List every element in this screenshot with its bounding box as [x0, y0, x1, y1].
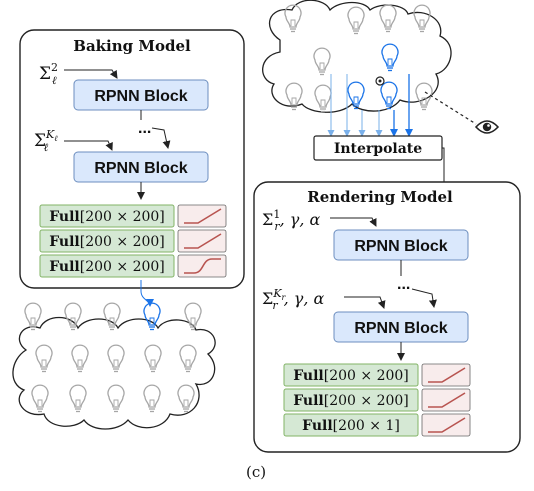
rendering-rpnn-block-1-label: RPNN Block: [354, 238, 447, 255]
rendering-input-last-arrow: [344, 296, 386, 309]
rendering-layers: Full[200 × 200] Full[200 × 200] Full[200 ×…: [283, 363, 471, 437]
query-point-icon: [375, 76, 385, 86]
relu-activation-icon: [428, 392, 466, 408]
layer-box: [39, 229, 175, 253]
relu-activation-icon: [184, 208, 222, 224]
layer-label: Full[200 × 200]: [49, 259, 165, 275]
activation-box: [421, 413, 471, 437]
activation-box: [177, 254, 227, 278]
rendering-ellipsis: ...: [397, 276, 410, 293]
baking-layer-3: Full[200 × 200]: [39, 254, 227, 278]
relu-activation-icon: [184, 233, 222, 249]
rendering-rpnn-block-k-label: RPNN Block: [354, 320, 447, 337]
rendering-input-first-arrow: [330, 217, 377, 227]
light-bulb-icon: [24, 302, 42, 331]
layer-label: Full[200 × 200]: [293, 393, 409, 409]
rendering-layer-3: Full[200 × 1]: [283, 413, 471, 437]
activation-box: [421, 388, 471, 412]
activation-box: [177, 229, 227, 253]
interpolate-label: Interpolate: [334, 141, 422, 157]
relu-activation-icon: [428, 367, 466, 383]
rendering-layer-2: Full[200 × 200]: [283, 388, 471, 412]
layer-box: [39, 204, 175, 228]
rendering-layer-1: Full[200 × 200]: [283, 363, 471, 387]
layer-box: [283, 363, 419, 387]
scene-cloud-bottom: [12, 316, 216, 430]
rendering-connector-arrow: [411, 288, 437, 308]
baking-connector-arrow: [151, 127, 171, 149]
baking-model-title: Baking Model: [73, 37, 191, 55]
activation-box: [177, 204, 227, 228]
interpolate-input-arrows: [327, 74, 413, 137]
baking-layers: Full[200 × 200] Full[200 × 200] Full[200 ×…: [39, 204, 227, 278]
baking-rpnn-block-1-label: RPNN Block: [94, 88, 187, 105]
baking-output-arrow: [140, 280, 154, 307]
layer-box: [283, 413, 419, 437]
baking-layer-2: Full[200 × 200]: [39, 229, 227, 253]
rendering-model-title: Rendering Model: [307, 188, 453, 206]
baking-layer-1: Full[200 × 200]: [39, 204, 227, 228]
figure-caption: (c): [246, 463, 266, 481]
baking-ellipsis: ...: [138, 120, 151, 137]
layer-label: Full[200 × 200]: [49, 209, 165, 225]
baking-input-first-arrow: [64, 69, 118, 79]
interpolate-node: Interpolate: [313, 135, 443, 161]
layer-box: [39, 254, 175, 278]
activation-box: [421, 363, 471, 387]
layer-box: [283, 388, 419, 412]
relu-activation-icon: [428, 417, 466, 433]
layer-label: Full[200 × 200]: [293, 368, 409, 384]
baking-input-last-arrow: [64, 140, 113, 151]
camera-eye-icon: [424, 91, 500, 134]
baking-rpnn-block-k-label: RPNN Block: [94, 160, 187, 177]
sigmoid-activation-icon: [184, 258, 221, 274]
scene-cloud-top: [262, 0, 452, 113]
layer-label: Full[200 × 200]: [49, 234, 165, 250]
layer-label: Full[200 × 1]: [302, 418, 400, 434]
